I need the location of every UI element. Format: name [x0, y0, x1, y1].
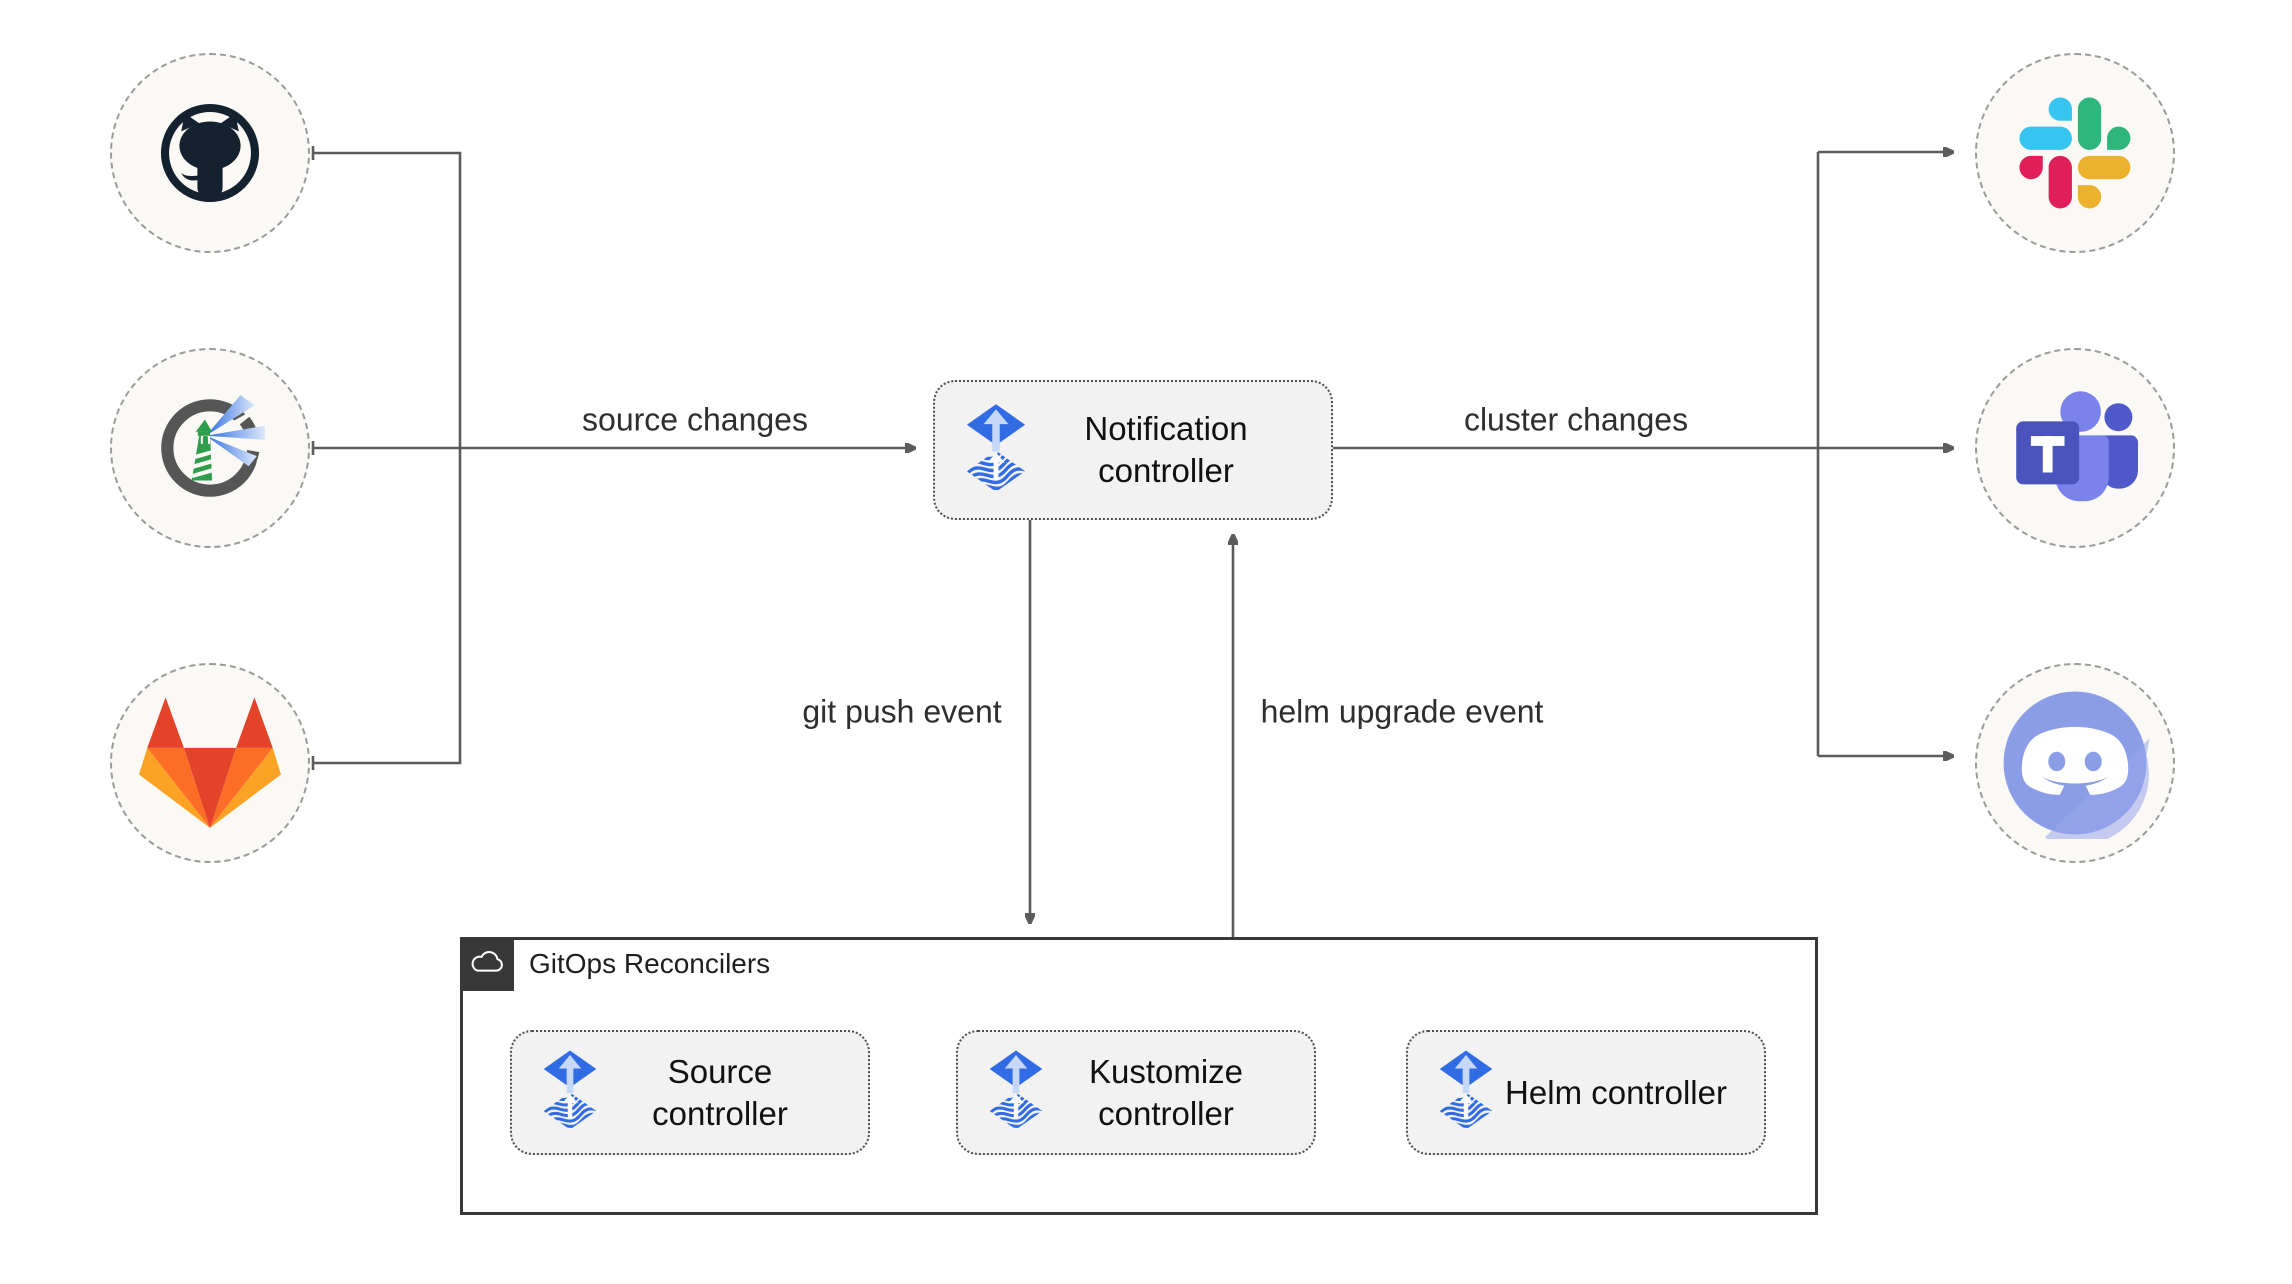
harbor-node	[110, 348, 310, 548]
microsoft-teams-icon	[2016, 391, 2138, 502]
gitlab-node	[110, 663, 310, 863]
flux-icon	[965, 403, 1027, 498]
source-controller-label: Source controller	[652, 1052, 788, 1132]
edge-label-cluster-changes: cluster changes	[1457, 401, 1695, 439]
gitops-reconcilers-box: GitOps Reconcilers Source contr	[460, 937, 1818, 1215]
cloud-icon	[471, 951, 503, 972]
discord-node	[1975, 663, 2175, 863]
gitops-reconcilers-tab	[460, 937, 514, 991]
edge-label-helm-upgrade-event: helm upgrade event	[1254, 693, 1550, 731]
gitlab-icon	[139, 697, 281, 828]
teams-node	[1975, 348, 2175, 548]
github-icon	[160, 103, 260, 203]
source-controller-box: Source controller	[510, 1030, 870, 1155]
flux-icon	[988, 1049, 1044, 1136]
flux-icon	[966, 403, 1026, 492]
edge-label-git-push-event: git push event	[796, 693, 1008, 731]
edge-label-source-changes: source changes	[576, 401, 814, 439]
helm-controller-box: Helm controller	[1406, 1030, 1766, 1155]
kustomize-controller-box: Kustomize controller	[956, 1030, 1316, 1155]
discord-icon	[2003, 691, 2150, 839]
helm-controller-label: Helm controller	[1505, 1073, 1727, 1111]
gitops-reconcilers-title: GitOps Reconcilers	[529, 948, 771, 979]
github-node	[110, 53, 310, 253]
flux-icon	[1439, 1050, 1493, 1130]
notification-controller-label: Notification controller	[1084, 410, 1248, 489]
flux-icon	[543, 1050, 597, 1130]
flux-icon	[542, 1049, 598, 1136]
harbor-icon	[161, 395, 271, 497]
flux-icon	[1438, 1049, 1494, 1136]
slack-icon	[2019, 97, 2131, 209]
flux-icon	[989, 1050, 1043, 1130]
slack-node	[1975, 53, 2175, 253]
kustomize-controller-label: Kustomize controller	[1088, 1052, 1244, 1132]
notification-controller-box: Notification controller	[933, 380, 1333, 520]
